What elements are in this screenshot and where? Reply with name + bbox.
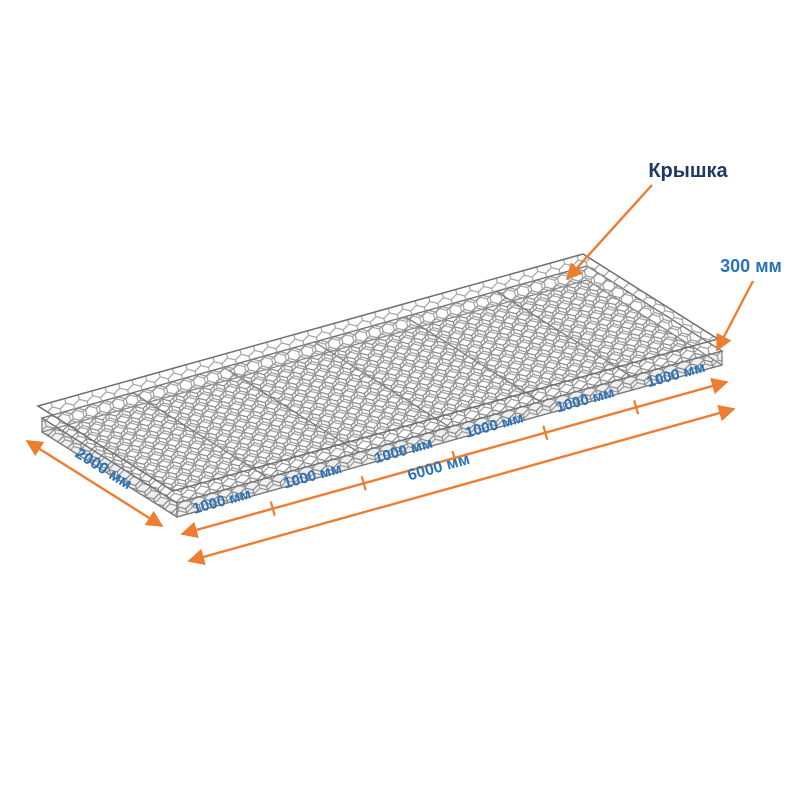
lid-leader-line <box>565 184 653 281</box>
height-leader-line <box>715 280 755 352</box>
width-dimension-line <box>25 439 164 528</box>
lid-label: Крышка <box>648 160 728 182</box>
dimension-lines <box>25 184 755 566</box>
total-length-dimension-line <box>187 404 736 566</box>
height-label: 300 мм <box>720 256 782 276</box>
